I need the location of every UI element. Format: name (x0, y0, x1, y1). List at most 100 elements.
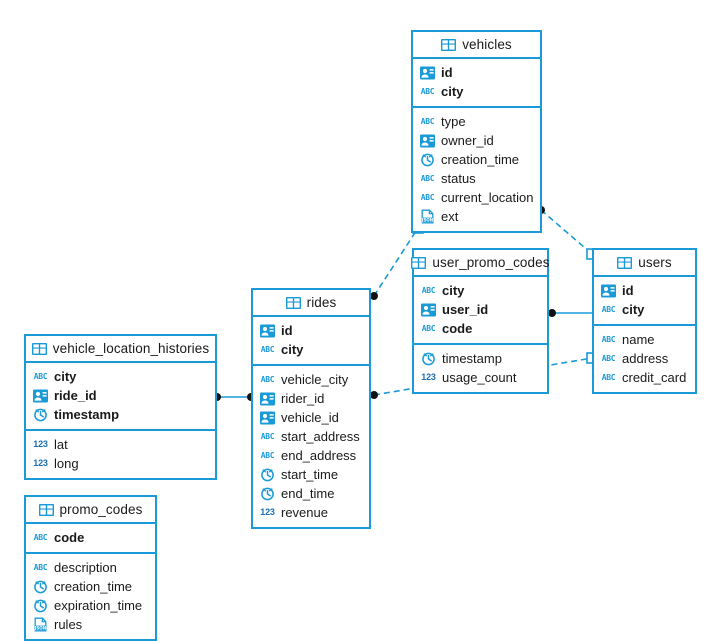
column-name-label: expiration_time (54, 598, 143, 613)
column-row[interactable]: id (253, 321, 369, 340)
table-header-user_promo_codes[interactable]: user_promo_codes (411, 250, 549, 277)
column-row[interactable]: timestamp (26, 405, 215, 424)
clock-icon (260, 467, 275, 482)
column-name-label: current_location (441, 190, 534, 205)
string-type-icon: ABC (421, 323, 436, 333)
column-name-label: city (442, 283, 465, 298)
column-row[interactable]: creation_time (413, 150, 540, 169)
table-grid-icon (441, 38, 457, 51)
column-row[interactable]: ride_id (26, 386, 215, 405)
relationship-start-marker (370, 391, 378, 399)
string-type-icon: ABC (420, 173, 435, 183)
column-name-label: long (54, 456, 79, 471)
string-type-icon: ABC (601, 334, 616, 344)
string-type-icon: ABC (420, 86, 435, 96)
table-name-label: users (638, 255, 672, 270)
column-row[interactable]: 123 long (26, 454, 215, 473)
column-name-label: code (54, 530, 85, 545)
id-card-icon (421, 302, 436, 317)
column-row[interactable]: id (594, 281, 695, 300)
string-type-icon: ABC (420, 192, 435, 202)
column-row[interactable]: ABC code (414, 319, 547, 338)
table-grid-icon (617, 256, 633, 269)
number-type-icon: 123 (33, 458, 48, 468)
column-row[interactable]: user_id (414, 300, 547, 319)
column-row[interactable]: timestamp (414, 349, 547, 368)
relationship-user_promo_codes-to-users[interactable] (548, 309, 592, 317)
column-name-label: city (54, 369, 77, 384)
column-row[interactable]: rider_id (253, 389, 369, 408)
id-card-icon (601, 283, 616, 298)
table-header-vehicle_location_histories[interactable]: vehicle_location_histories (26, 336, 215, 363)
string-type-icon: ABC (601, 353, 616, 363)
number-type-icon: 123 (33, 439, 48, 449)
column-name-label: description (54, 560, 117, 575)
string-type-icon: ABC (33, 562, 48, 572)
column-row[interactable]: start_time (253, 465, 369, 484)
column-row[interactable]: ABC city (413, 82, 540, 101)
id-card-icon (420, 65, 435, 80)
relationship-start-marker (370, 292, 378, 300)
clock-icon (33, 579, 48, 594)
column-row[interactable]: expiration_time (26, 596, 155, 615)
table-header-promo_codes[interactable]: promo_codes (26, 497, 155, 524)
column-row[interactable]: ABC city (414, 281, 547, 300)
id-card-icon (260, 323, 275, 338)
column-row[interactable]: owner_id (413, 131, 540, 150)
column-row[interactable]: end_time (253, 484, 369, 503)
column-row[interactable]: JSON rules (26, 615, 155, 634)
column-name-label: name (622, 332, 655, 347)
column-name-label: city (441, 84, 464, 99)
table-header-users[interactable]: users (594, 250, 695, 277)
clock-icon (33, 598, 48, 613)
column-row[interactable]: vehicle_id (253, 408, 369, 427)
string-type-icon: ABC (601, 372, 616, 382)
string-type-icon: ABC (421, 285, 436, 295)
column-name-label: start_time (281, 467, 339, 482)
table-header-vehicles[interactable]: vehicles (413, 32, 540, 59)
column-name-label: type (441, 114, 466, 129)
column-name-label: id (441, 65, 453, 80)
column-name-label: vehicle_id (281, 410, 339, 425)
column-row[interactable]: ABC description (26, 558, 155, 577)
column-name-label: rules (54, 617, 83, 632)
column-row[interactable]: ABC name (594, 330, 695, 349)
table-header-rides[interactable]: rides (253, 290, 369, 317)
column-name-label: code (442, 321, 473, 336)
column-row[interactable]: id (413, 63, 540, 82)
column-name-label: creation_time (54, 579, 133, 594)
json-document-icon: JSON (33, 617, 48, 632)
column-row[interactable]: ABC current_location (413, 188, 540, 207)
column-row[interactable]: creation_time (26, 577, 155, 596)
relationship-vehicle_location_histories-to-rides[interactable] (213, 393, 255, 401)
column-name-label: owner_id (441, 133, 494, 148)
